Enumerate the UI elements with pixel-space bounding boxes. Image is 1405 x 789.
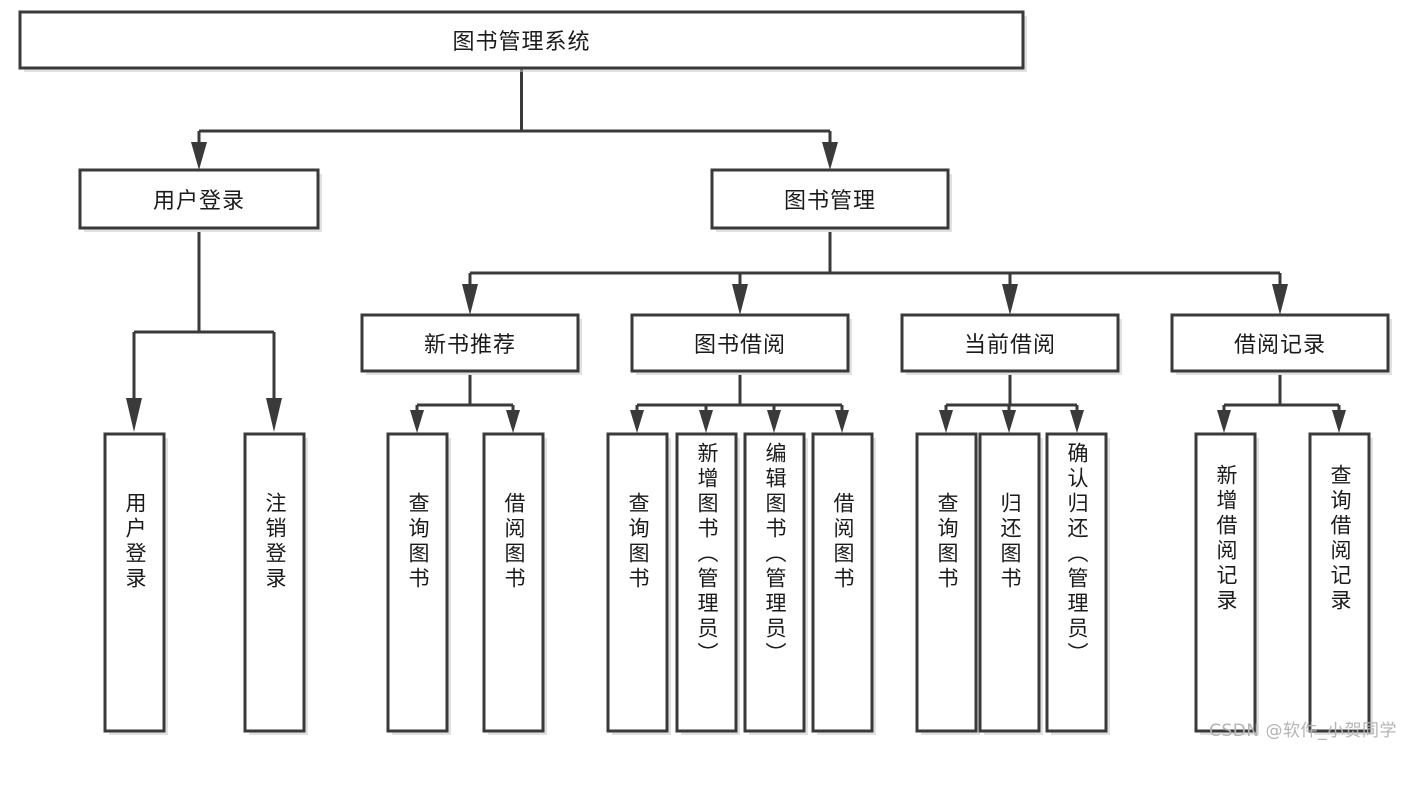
arrowhead-book-borrow	[732, 284, 748, 315]
arrowhead-leaf-borrow-book-bb	[835, 410, 849, 433]
arrowhead-leaf-confirm-return	[1070, 410, 1084, 433]
node-root[interactable]	[18, 10, 1025, 70]
node-new-book-recommend[interactable]	[360, 313, 580, 373]
node-current-borrow[interactable]	[900, 313, 1120, 373]
watermark-text: CSDN @软件_小贺同学	[1209, 721, 1397, 741]
arrowhead-leaf-user-login	[126, 398, 142, 432]
edges-layer	[126, 68, 1346, 433]
node-leaf-query-book-cb[interactable]	[915, 432, 978, 733]
node-borrow-record[interactable]	[1170, 313, 1390, 373]
arrowhead-leaf-query-book-nb	[410, 410, 424, 433]
arrowhead-leaf-return-book	[1002, 410, 1016, 433]
node-leaf-query-book-bb[interactable]	[606, 432, 669, 733]
flowchart-canvas	[18, 10, 1392, 735]
arrowhead-current-borrow	[1002, 284, 1018, 315]
arrowhead-leaf-query-book-cb	[939, 410, 953, 433]
arrowhead-leaf-logout	[266, 398, 282, 432]
node-book-management[interactable]	[710, 168, 950, 230]
node-leaf-add-record[interactable]	[1194, 432, 1257, 733]
arrowhead-leaf-query-record	[1332, 410, 1346, 433]
arrowhead-leaf-borrow-book-nb	[506, 410, 520, 433]
arrowhead-book-management	[822, 142, 838, 170]
nodes-layer	[18, 10, 1392, 735]
arrowhead-leaf-add-record	[1217, 410, 1231, 433]
arrowhead-new-book-recommend	[462, 284, 478, 315]
arrowhead-leaf-query-book-bb	[630, 410, 644, 433]
node-leaf-logout[interactable]	[243, 432, 306, 733]
node-leaf-query-book-nb[interactable]	[386, 432, 449, 733]
node-book-borrow[interactable]	[630, 313, 850, 373]
node-leaf-confirm-return[interactable]	[1045, 432, 1108, 733]
node-leaf-edit-book[interactable]	[743, 432, 806, 733]
node-user-login[interactable]	[78, 168, 320, 230]
node-leaf-query-record[interactable]	[1308, 432, 1371, 733]
node-leaf-borrow-book-bb[interactable]	[811, 432, 874, 733]
arrowhead-leaf-add-book	[699, 410, 713, 433]
node-leaf-borrow-book-nb[interactable]	[482, 432, 545, 733]
arrowhead-borrow-record	[1272, 284, 1288, 315]
node-leaf-add-book[interactable]	[675, 432, 738, 733]
node-leaf-user-login[interactable]	[103, 432, 166, 733]
arrowhead-user-login	[191, 142, 207, 170]
arrowhead-leaf-edit-book	[767, 410, 781, 433]
node-leaf-return-book[interactable]	[978, 432, 1041, 733]
flowchart-diagram: 图书管理系统 用户登录 图书管理 新书推荐 图书借阅 当前借阅 借阅记录 用户登…	[18, 10, 1397, 741]
